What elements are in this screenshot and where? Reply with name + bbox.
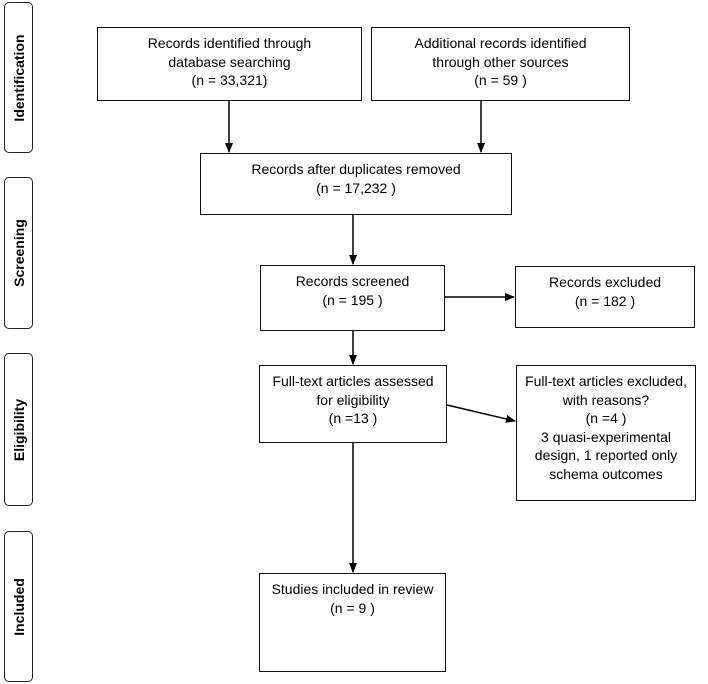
box-studies-included: Studies included in review (n = 9 ) (259, 573, 446, 672)
box-count: (n =13 ) (328, 410, 378, 426)
box-text: Full-text articles assessed (272, 373, 434, 389)
box-count: (n =4 ) (585, 410, 627, 426)
box-text: Additional records identified (414, 35, 587, 51)
box-count: (n = 195 ) (322, 291, 383, 308)
box-text: database searching (168, 53, 291, 70)
box-text: Records after duplicates removed (251, 161, 461, 177)
box-reason: design, 1 reported only (534, 447, 678, 463)
box-text: through other sources (432, 53, 569, 70)
box-reason: 3 quasi-experimental (541, 428, 671, 445)
box-text: Records excluded (548, 274, 662, 290)
box-records-excluded: Records excluded (n = 182 ) (515, 266, 695, 328)
box-text: Studies included in review (271, 581, 434, 597)
box-count: (n = 33,321) (191, 72, 268, 88)
box-count: (n = 182 ) (574, 292, 636, 309)
box-records-screened: Records screened (n = 195 ) (260, 265, 445, 331)
box-count: (n = 9 ) (330, 599, 375, 616)
stage-screening: Screening (4, 177, 33, 329)
box-count: (n = 17,232 ) (316, 179, 396, 196)
stage-included: Included (4, 531, 33, 682)
box-fulltext-excluded: Full-text articles excluded, with reason… (516, 365, 696, 501)
box-text: Records screened (295, 273, 410, 289)
box-database-records: Records identified through database sear… (97, 27, 362, 101)
box-after-duplicates: Records after duplicates removed (n = 17… (200, 153, 512, 215)
box-reason: schema outcomes (549, 465, 663, 482)
box-text: for eligibility (316, 391, 390, 408)
stage-eligibility: Eligibility (4, 353, 33, 506)
box-fulltext-assessed: Full-text articles assessed for eligibil… (259, 365, 447, 443)
box-text: Full-text articles excluded, (525, 373, 687, 389)
box-count: (n = 59 ) (474, 72, 527, 88)
arrow-fulltext-to-excluded (446, 404, 516, 423)
box-text: Records identified through (147, 35, 312, 51)
box-other-sources: Additional records identified through ot… (371, 27, 630, 101)
stage-identification: Identification (4, 2, 33, 153)
box-text: with reasons? (562, 391, 650, 408)
